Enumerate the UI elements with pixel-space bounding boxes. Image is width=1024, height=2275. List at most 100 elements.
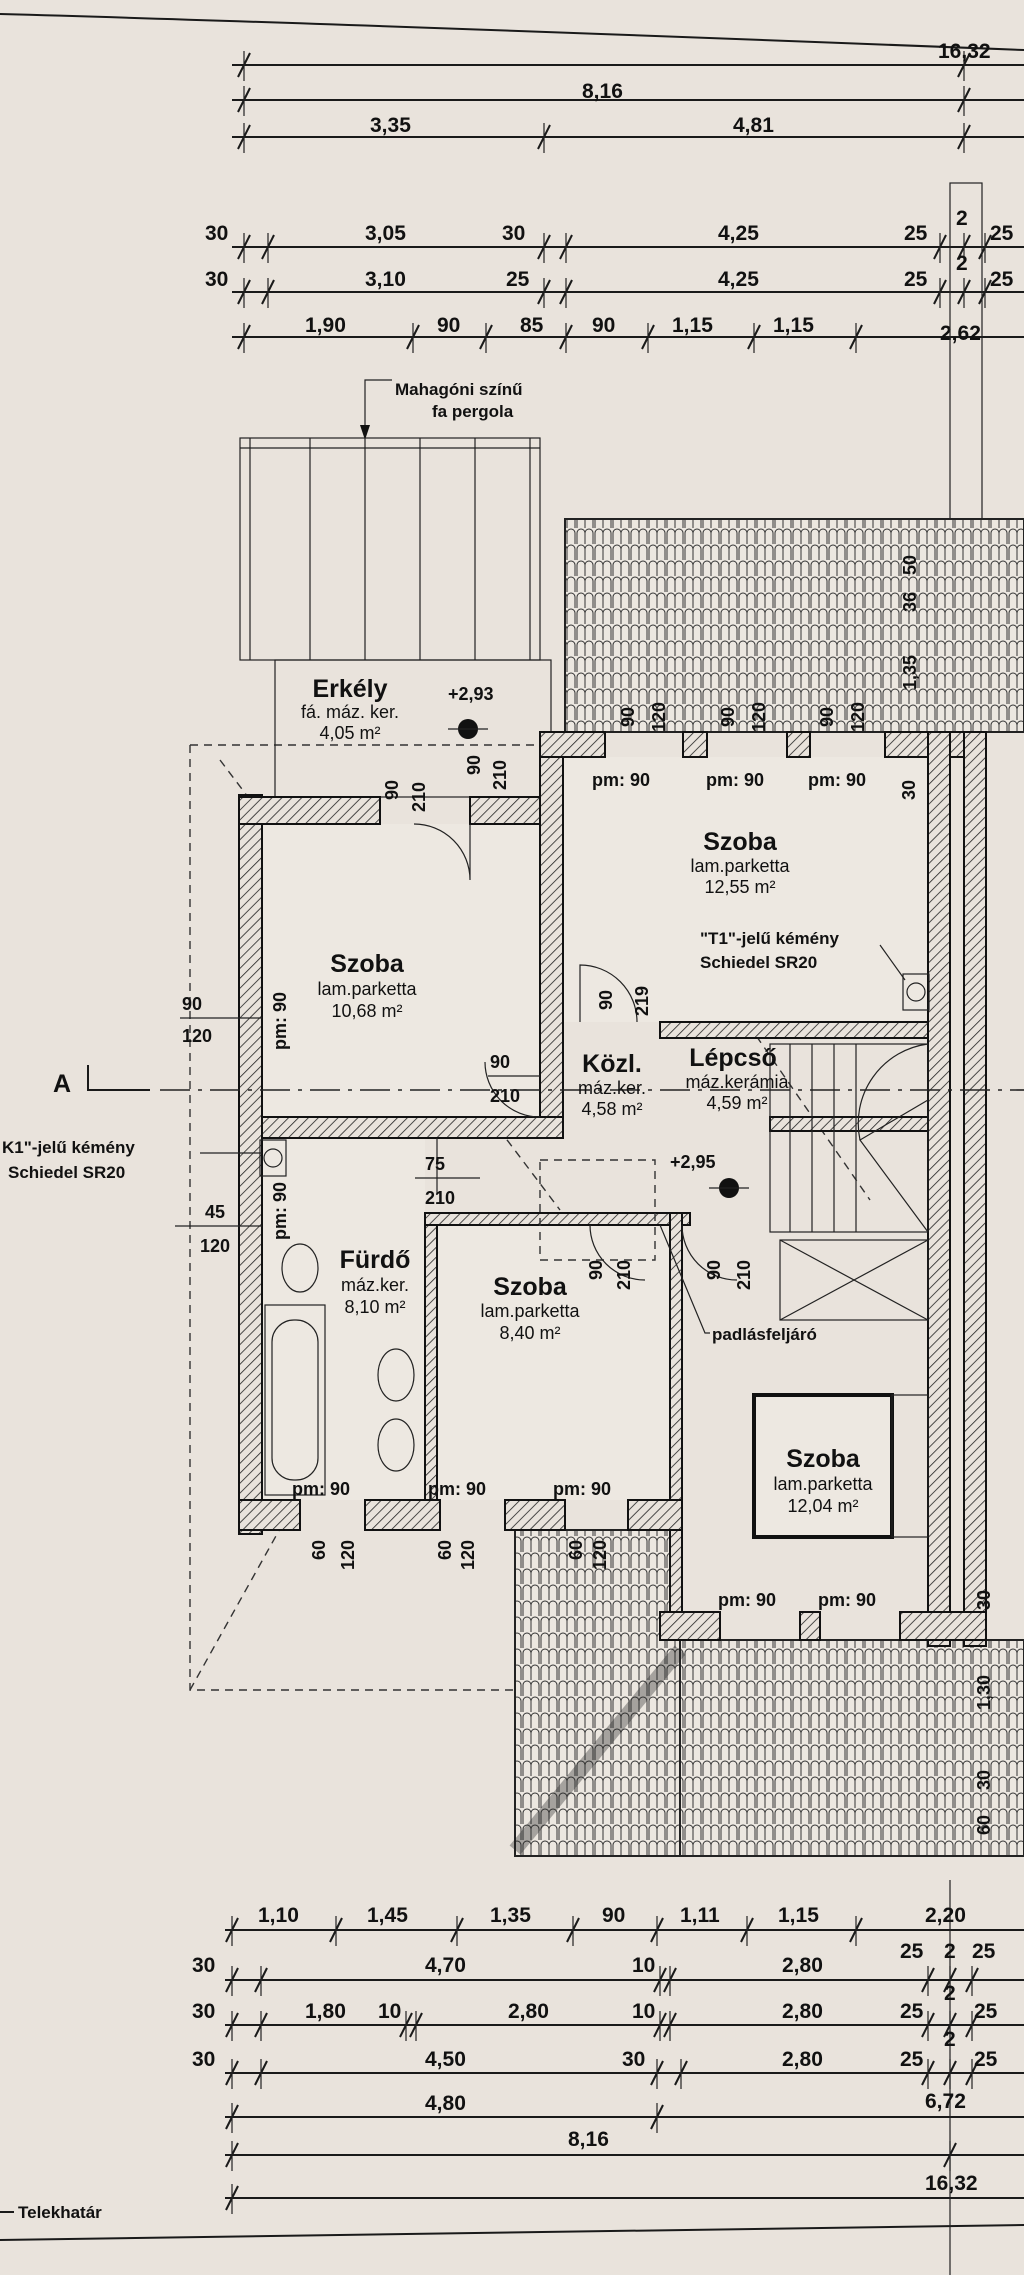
dim-label: 30 xyxy=(192,1954,215,1977)
door-height: 219 xyxy=(632,986,652,1016)
dim-label: 1,90 xyxy=(305,314,346,337)
window-width: 90 xyxy=(718,707,738,727)
dim-label: 30 xyxy=(192,2000,215,2023)
dim-label: 1,45 xyxy=(367,1904,408,1927)
dim-label: 25 xyxy=(974,2048,998,2071)
room-name: Fürdő xyxy=(340,1246,411,1274)
bottom-dimensions: 1,10 1,45 1,35 90 1,11 1,15 2,20 30 4,70… xyxy=(192,1904,998,2195)
pergola-label: fa pergola xyxy=(432,402,514,421)
section-line-a: A xyxy=(53,1065,1024,1098)
room-name: Szoba xyxy=(786,1445,861,1473)
chimney-t1-leader xyxy=(879,944,906,981)
sheet-edge-bottom xyxy=(0,2224,1024,2241)
roof-tiles-bottom-left xyxy=(514,1529,681,1857)
roof-hip xyxy=(509,1645,686,1855)
arrow-icon xyxy=(360,425,370,440)
room-3: Szoba lam.parketta 8,40 m² xyxy=(480,1273,580,1343)
room-4: Szoba lam.parketta 12,04 m² xyxy=(773,1445,873,1516)
dim-label: 3,35 xyxy=(370,114,411,137)
dim-label: 85 xyxy=(520,314,544,337)
window-height: 120 xyxy=(338,1540,358,1570)
room-floor: fá. máz. ker. xyxy=(301,702,399,722)
dim-label: 2,80 xyxy=(508,2000,549,2023)
room-floor: lam.parketta xyxy=(773,1474,873,1494)
window-width: 45 xyxy=(205,1202,225,1222)
room-floor: lam.parketta xyxy=(690,856,790,876)
door-height: 210 xyxy=(490,1086,520,1106)
chimney-icon xyxy=(259,973,930,1177)
room-name: Közl. xyxy=(582,1050,642,1078)
dim-label: 2 xyxy=(944,1982,956,2005)
walls xyxy=(238,731,987,1647)
room-1: Szoba lam.parketta 12,55 m² xyxy=(690,828,790,897)
door-width: 90 xyxy=(464,755,484,775)
pergola-leader xyxy=(364,379,392,435)
door-width: 90 xyxy=(382,780,402,800)
dim-label: 4,81 xyxy=(733,114,774,137)
window-height: 120 xyxy=(200,1236,230,1256)
wardrobe xyxy=(891,1394,929,1538)
toilet-icon xyxy=(281,1243,319,1293)
door-height: 210 xyxy=(425,1188,455,1208)
dim-label: 2 xyxy=(956,252,968,275)
dim-label: 90 xyxy=(602,1904,625,1927)
dim-label: 25 xyxy=(900,2000,924,2023)
dim-label: 16,32 xyxy=(925,2172,978,2195)
door-width: 90 xyxy=(704,1260,724,1280)
sill-height: pm: 90 xyxy=(808,770,866,790)
attic-access-leader xyxy=(659,1224,710,1334)
dim-label: 4,50 xyxy=(425,2048,466,2071)
room-stairs: Lépcső máz.kerámia 4,59 m² xyxy=(685,1044,789,1113)
room-name: Erkély xyxy=(312,675,387,703)
room-floor: lam.parketta xyxy=(480,1301,580,1321)
window-width: 60 xyxy=(309,1540,329,1560)
door-height: 210 xyxy=(614,1260,634,1290)
room-balcony: Erkély fá. máz. ker. 4,05 m² xyxy=(301,675,399,743)
dim-label: 10 xyxy=(378,2000,401,2023)
level-label: +2,95 xyxy=(670,1152,716,1172)
dim-label: 2 xyxy=(944,1940,956,1963)
dim-label: 2,80 xyxy=(782,1954,823,1977)
window-width: 60 xyxy=(435,1540,455,1560)
chimney-t1-label: Schiedel SR20 xyxy=(700,953,817,972)
balcony xyxy=(274,659,552,798)
door-height: 210 xyxy=(734,1260,754,1290)
dim-label: 25 xyxy=(990,222,1014,245)
window-width: 90 xyxy=(817,707,837,727)
level-marker-hall: +2,95 xyxy=(670,1152,749,1198)
dim-label: 25 xyxy=(506,268,530,291)
sink-icon xyxy=(377,1418,415,1472)
dim-label: 2 xyxy=(944,2028,956,2051)
dim-label: 1,15 xyxy=(773,314,814,337)
dim-label: 2,80 xyxy=(782,2048,823,2071)
door-swings xyxy=(413,823,738,1281)
dim-label: 2,20 xyxy=(925,1904,966,1927)
dim-label: 4,70 xyxy=(425,1954,466,1977)
level-marker-balcony: +2,93 xyxy=(448,684,494,739)
sill-height: pm: 90 xyxy=(270,1182,290,1240)
window-width: 90 xyxy=(618,707,638,727)
dim-label: 25 xyxy=(904,222,928,245)
chimney-flue-outline xyxy=(949,182,983,524)
door-height: 210 xyxy=(409,782,429,812)
dim-label: 3,05 xyxy=(365,222,406,245)
roof-dim: 1,35 xyxy=(900,655,920,690)
bathroom-fixtures xyxy=(264,1243,415,1496)
dim-label: 3,10 xyxy=(365,268,406,291)
dim-label: 4,25 xyxy=(718,222,759,245)
dim-label: 4,80 xyxy=(425,2092,466,2115)
window-height: 120 xyxy=(590,1540,610,1570)
window-height: 120 xyxy=(458,1540,478,1570)
dim-label: 25 xyxy=(904,268,928,291)
room-area: 12,04 m² xyxy=(787,1496,858,1516)
dim-label: 2 xyxy=(956,207,968,230)
dim-label: 25 xyxy=(974,2000,998,2023)
room-area: 4,58 m² xyxy=(581,1099,642,1119)
property-line-label: Telekhatár xyxy=(18,2203,102,2222)
level-label: +2,93 xyxy=(448,684,494,704)
sill-height: pm: 90 xyxy=(428,1479,486,1499)
dim-label: 25 xyxy=(900,2048,924,2071)
roof-dim: 30 xyxy=(974,1770,994,1790)
staircase xyxy=(769,1043,929,1321)
chimney-k1-label: Schiedel SR20 xyxy=(8,1163,125,1182)
